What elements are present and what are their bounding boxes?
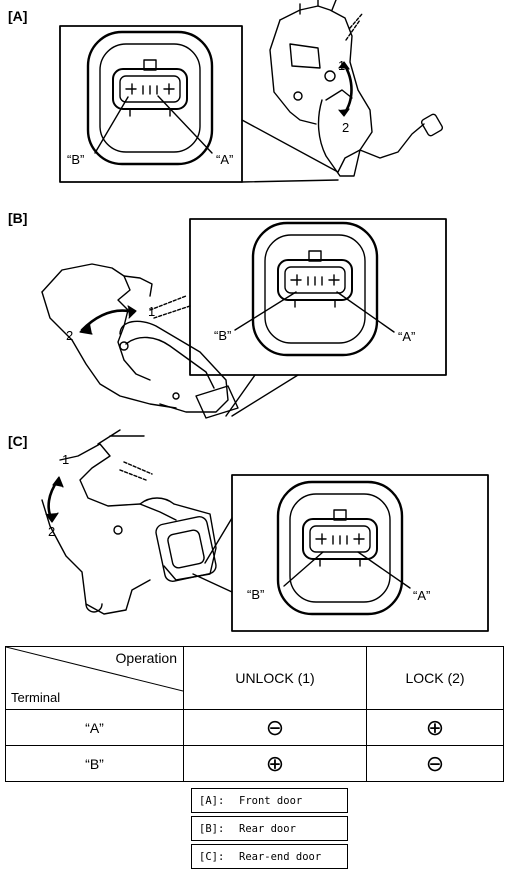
legend-key: [C]:	[199, 850, 225, 863]
callout-b-b: “B”	[214, 328, 232, 343]
row-terminal-b: “B”	[5, 745, 184, 782]
a-unlock-negative-symbol: ⊖	[182, 709, 368, 746]
section-b-label: [B]	[8, 210, 28, 226]
legend-item-b: [B]: Rear door	[191, 816, 348, 841]
callout-b-a: “B”	[67, 152, 85, 167]
section-c-label: [C]	[8, 433, 28, 449]
b-unlock-positive-symbol: ⊕	[182, 745, 368, 782]
legend-key: [A]:	[199, 794, 225, 807]
legend-item-c: [C]: Rear-end door	[191, 844, 348, 869]
b-lock-negative-symbol: ⊖	[366, 745, 504, 782]
a-lock-positive-symbol: ⊕	[366, 709, 504, 746]
terminal-operation-table: Operation Terminal UNLOCK (1) LOCK (2) “…	[5, 646, 504, 782]
terminal-header: Terminal	[11, 690, 61, 705]
legend-value: Front door	[239, 794, 303, 807]
arrow-1-label-b: 1	[148, 304, 156, 319]
legend-item-a: [A]: Front door	[191, 788, 348, 813]
arrow-1-label-a: 1	[338, 58, 346, 73]
operation-header: Operation	[115, 650, 177, 666]
callout-a-b: “A”	[398, 329, 416, 344]
row-terminal-a: “A”	[5, 709, 184, 746]
legend-value: Rear-end door	[239, 850, 322, 863]
legend: [A]: Front door [B]: Rear door [C]: Rear…	[191, 788, 348, 872]
arrow-1-label-c: 1	[62, 452, 70, 467]
callout-a-c: “A”	[413, 588, 431, 603]
door-lock-actuator-diagram	[41, 0, 489, 632]
column-header-unlock: UNLOCK (1)	[182, 646, 368, 710]
arrow-2-label-c: 2	[48, 524, 56, 539]
legend-key: [B]:	[199, 822, 225, 835]
callout-b-c: “B”	[247, 587, 265, 602]
arrow-2-label-b: 2	[66, 328, 74, 343]
diagonal-divider	[6, 647, 183, 692]
legend-value: Rear door	[239, 822, 296, 835]
table-header-corner: Operation Terminal	[5, 646, 184, 710]
arrow-2-label-a: 2	[342, 120, 350, 135]
callout-a-a: “A”	[216, 152, 234, 167]
column-header-lock: LOCK (2)	[366, 646, 504, 710]
section-a-label: [A]	[8, 8, 28, 24]
